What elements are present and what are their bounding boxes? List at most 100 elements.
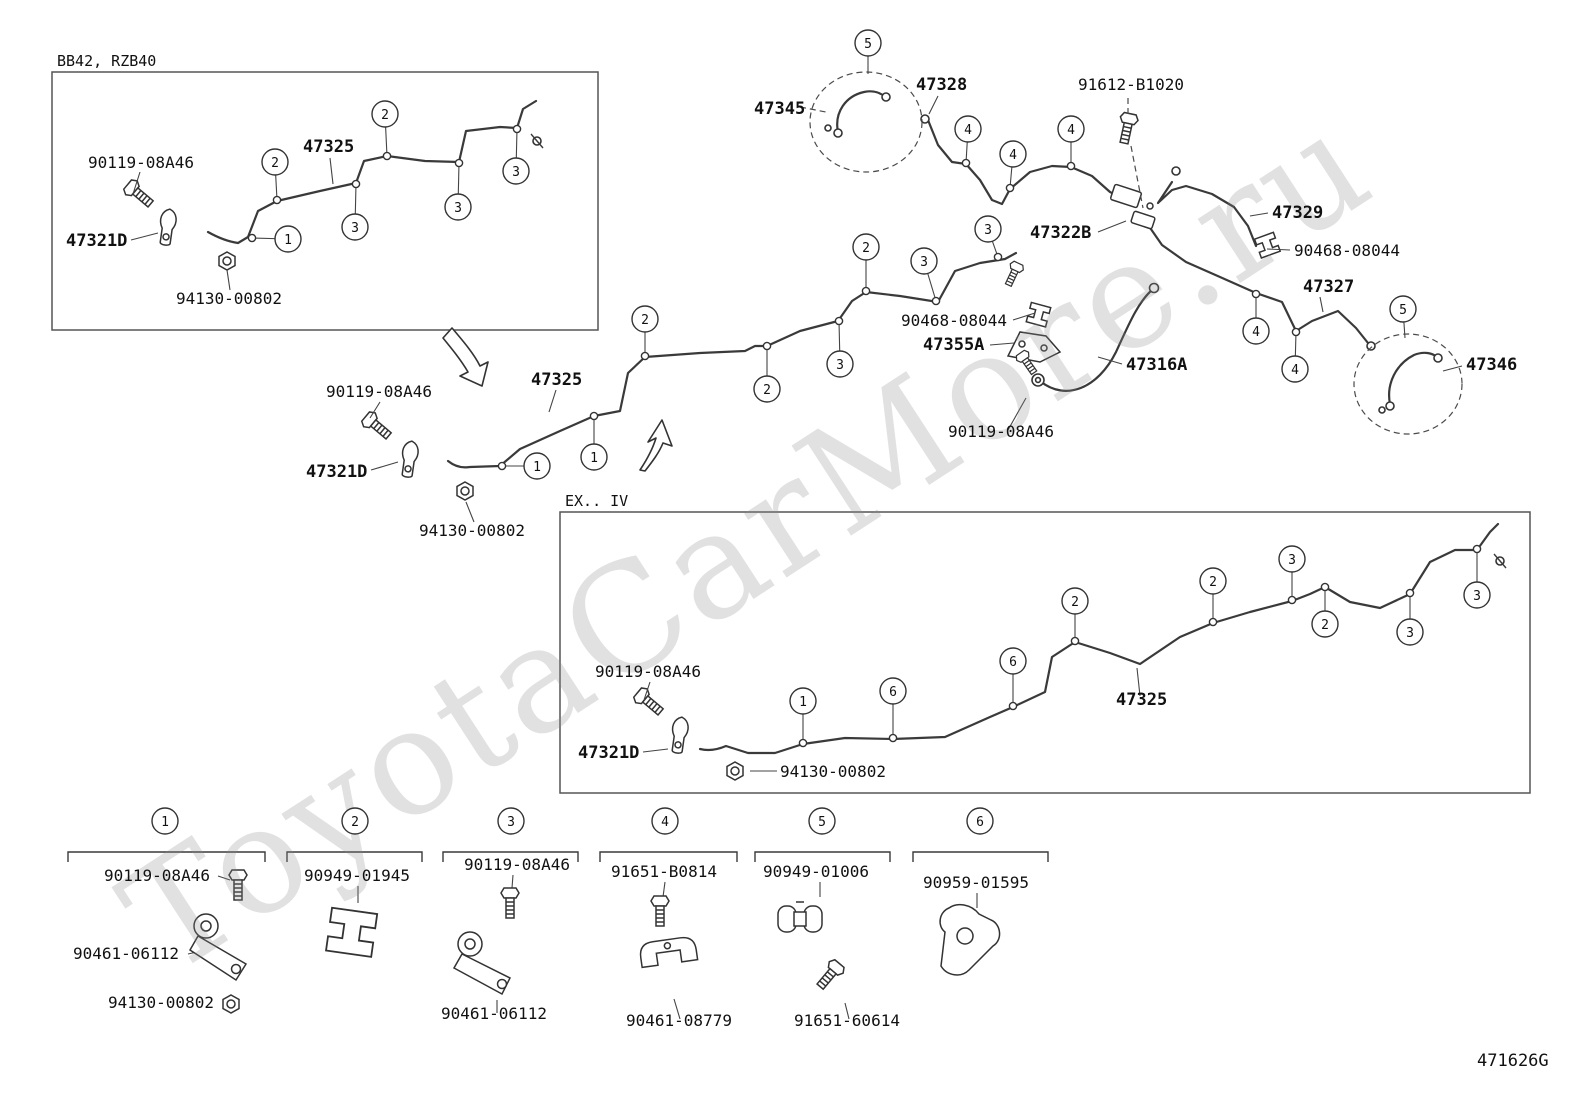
pipe-node xyxy=(1291,327,1301,337)
callout-number: 3 xyxy=(512,165,520,180)
part-label-47328: 47328 xyxy=(916,75,967,95)
callout-number: 4 xyxy=(1009,148,1017,163)
callout-circle-4 xyxy=(1242,317,1270,345)
legend3-bolt-icon xyxy=(500,887,520,919)
part-label-90468-08044-right: 90468-08044 xyxy=(1294,241,1400,260)
callout-circle-3 xyxy=(826,350,854,378)
callout-number: 2 xyxy=(271,156,279,171)
part-label-legend3-bolt: 90119-08A46 xyxy=(464,855,570,874)
callout-number: 3 xyxy=(454,201,462,216)
pipe-node xyxy=(1070,636,1080,646)
callout-number: 4 xyxy=(661,815,669,830)
pipe-node xyxy=(1287,595,1297,605)
drawing-number: 471626G xyxy=(1477,1051,1549,1071)
callout-circle-3 xyxy=(974,215,1002,243)
part-label-legend5-bolt: 91651-60614 xyxy=(794,1011,900,1030)
callout-circle-3 xyxy=(444,193,472,221)
legend5-clamp-icon xyxy=(777,901,823,933)
callout-circle-2 xyxy=(1199,567,1227,595)
pipe-node xyxy=(1208,617,1218,627)
callout-number: 4 xyxy=(1252,325,1260,340)
callout-circle-5 xyxy=(808,807,836,835)
callout-circle-2 xyxy=(1311,610,1339,638)
legend2-clip-icon xyxy=(325,906,379,958)
legend4-clamp-icon xyxy=(639,936,699,969)
label-leader-lines xyxy=(130,95,1463,1020)
part-label-90119-08a46-box1: 90119-08A46 xyxy=(88,153,194,172)
callout-circle-2 xyxy=(1061,587,1089,615)
callout-circle-2 xyxy=(852,233,880,261)
pipe-node xyxy=(961,158,971,168)
callout-circle-4 xyxy=(1281,355,1309,383)
part-label-47316a: 47316A xyxy=(1126,355,1187,375)
legend4-bolt-icon xyxy=(650,895,670,927)
callout-circle-6 xyxy=(966,807,994,835)
pipe-node xyxy=(1405,588,1415,598)
bracket-47321d-ex4 xyxy=(668,715,691,755)
callout-circle-1 xyxy=(274,225,302,253)
callout-circle-2 xyxy=(341,807,369,835)
pipe-node xyxy=(798,738,808,748)
nut-icon-ex4 xyxy=(726,761,744,781)
callout-number: 6 xyxy=(889,685,897,700)
part-label-90468-08044-mid: 90468-08044 xyxy=(901,311,1007,330)
callout-circle-1 xyxy=(789,687,817,715)
callout-number: 2 xyxy=(351,815,359,830)
brake-pipe-47325-main xyxy=(446,251,1018,469)
callout-circle-2 xyxy=(261,148,289,176)
detail-ellipse-47345 xyxy=(809,71,923,173)
part-label-90119-08a46-mid: 90119-08A46 xyxy=(326,382,432,401)
callout-number: 1 xyxy=(284,233,292,248)
pipe-node xyxy=(1472,544,1482,554)
brake-pipe-47325-bb42 xyxy=(206,99,538,245)
part-label-91612-b1020: 91612-B1020 xyxy=(1078,75,1184,94)
part-label-94130-00802-ex: 94130-00802 xyxy=(780,762,886,781)
callout-number: 3 xyxy=(920,255,928,270)
pipe-node xyxy=(512,124,522,134)
legend-group-5-bracket xyxy=(754,851,891,862)
pipe-node xyxy=(454,158,464,168)
bolt-icon-mid xyxy=(359,408,396,444)
callout-number: 4 xyxy=(1291,363,1299,378)
inset-box-bb42 xyxy=(51,71,599,331)
inset-box-ex4-label: EX.. IV xyxy=(565,492,628,510)
callout-circle-1 xyxy=(580,443,608,471)
callout-number: 5 xyxy=(1399,303,1407,318)
callout-number: 6 xyxy=(1009,655,1017,670)
part-label-47321d-ex: 47321D xyxy=(578,743,639,763)
inset-box-bb42-label: BB42, RZB40 xyxy=(57,52,156,70)
detail-ellipse-47346 xyxy=(1353,333,1463,435)
legend-group-6-bracket xyxy=(912,851,1049,862)
callout-number: 3 xyxy=(1473,589,1481,604)
pipe-node xyxy=(589,411,599,421)
brake-pipe-47329 xyxy=(1156,180,1258,248)
callout-circle-2 xyxy=(371,100,399,128)
pipe-node xyxy=(1005,183,1015,193)
part-label-47322b: 47322B xyxy=(1030,223,1091,243)
pipe-node xyxy=(382,151,392,161)
callout-circle-4 xyxy=(954,115,982,143)
callout-number: 1 xyxy=(161,815,169,830)
callout-number: 5 xyxy=(818,815,826,830)
part-label-90119-08a46-right: 90119-08A46 xyxy=(948,422,1054,441)
brake-hose-47345 xyxy=(836,90,887,134)
part-label-47325-ex: 47325 xyxy=(1116,690,1167,710)
part-label-47321d-mid: 47321D xyxy=(306,462,367,482)
part-label-94130-00802-box1: 94130-00802 xyxy=(176,289,282,308)
brake-pipe-47327 xyxy=(1144,220,1370,345)
bolt-icon-bb42 xyxy=(121,176,158,212)
callout-number: 5 xyxy=(864,37,872,52)
callout-circle-3 xyxy=(341,213,369,241)
pipe-node xyxy=(247,233,257,243)
pipe-node xyxy=(861,286,871,296)
part-label-legend1-clamp: 90461-06112 xyxy=(73,944,179,963)
callout-number: 2 xyxy=(862,241,870,256)
bracket-47321d-mid xyxy=(398,439,421,479)
callout-circle-3 xyxy=(910,247,938,275)
callout-number: 3 xyxy=(507,815,515,830)
callout-circle-5 xyxy=(854,29,882,57)
bracket-47321d-bb42 xyxy=(156,207,179,247)
legend1-nut-icon xyxy=(222,994,240,1014)
pipe-node xyxy=(1066,161,1076,171)
